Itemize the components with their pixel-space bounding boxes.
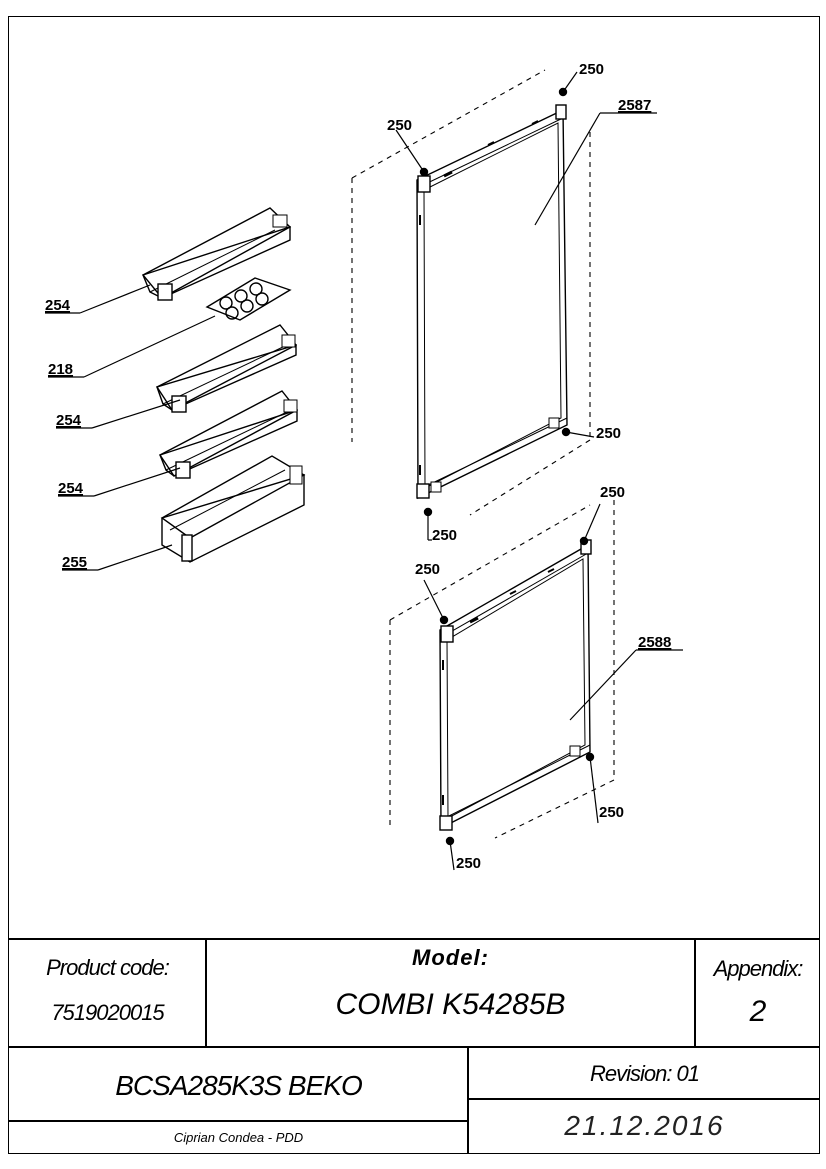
title-block-vdiv-2 [694,938,696,1047]
egg-tray-218 [205,277,292,321]
callout-labels: 250 250 2587 254 218 254 254 255 250 250… [45,61,671,872]
callout-250-bottom: 250 [456,855,481,872]
model-value: COMBI K54285B [335,988,566,1021]
revision: Revision: 01 [589,1061,700,1086]
product-code-value: 7519020015 [51,1000,164,1025]
upper-door-projection-lines [351,69,591,516]
door-shelf-254-c [158,390,299,479]
date: 21.12.2016 [564,1110,725,1141]
door-shelf-255 [160,455,306,563]
door-shelf-254-b [155,324,298,413]
title-block-lower-rule [8,1120,468,1122]
callout-250-mid-right: 250 [596,425,621,442]
callout-250-mid-left: 250 [432,527,457,544]
author: Ciprian Condea - PDD [173,1129,304,1145]
callout-254-c: 254 [58,480,84,497]
callout-218: 218 [48,361,73,378]
title-block-vdiv-1 [205,938,207,1047]
drawing-border [8,16,820,1154]
door-shelf-254-a [141,207,292,301]
model-label: Model: [412,945,489,970]
appendix-value: 2 [749,995,767,1028]
callout-254-a: 254 [45,297,71,314]
callout-250-lower-top-right: 250 [600,484,625,501]
upper-door-panel [416,104,568,500]
title-block-right-rule [468,1098,820,1100]
title-block-mid-rule [8,1046,820,1048]
callout-2587: 2587 [618,97,651,114]
appendix-label: Appendix: [713,956,804,981]
callout-2588: 2588 [638,634,671,651]
lower-door-panel [439,539,592,831]
callout-255: 255 [62,554,87,571]
product-name: BCSA285K3S BEKO [115,1070,362,1101]
leader-lines [45,71,683,871]
callout-250-top-right: 250 [579,61,604,78]
exploded-view-diagram: 250 250 2587 254 218 254 254 255 250 250… [45,61,683,872]
title-block-vdiv-3 [467,1046,469,1154]
title-block-top-rule [8,938,820,940]
hinge-pins [419,87,595,846]
callout-254-b: 254 [56,412,82,429]
callout-250-lower-right: 250 [599,804,624,821]
callout-250-lower-top-left: 250 [415,561,440,578]
callout-250-top-left: 250 [387,117,412,134]
product-code-label: Product code: [46,955,170,980]
